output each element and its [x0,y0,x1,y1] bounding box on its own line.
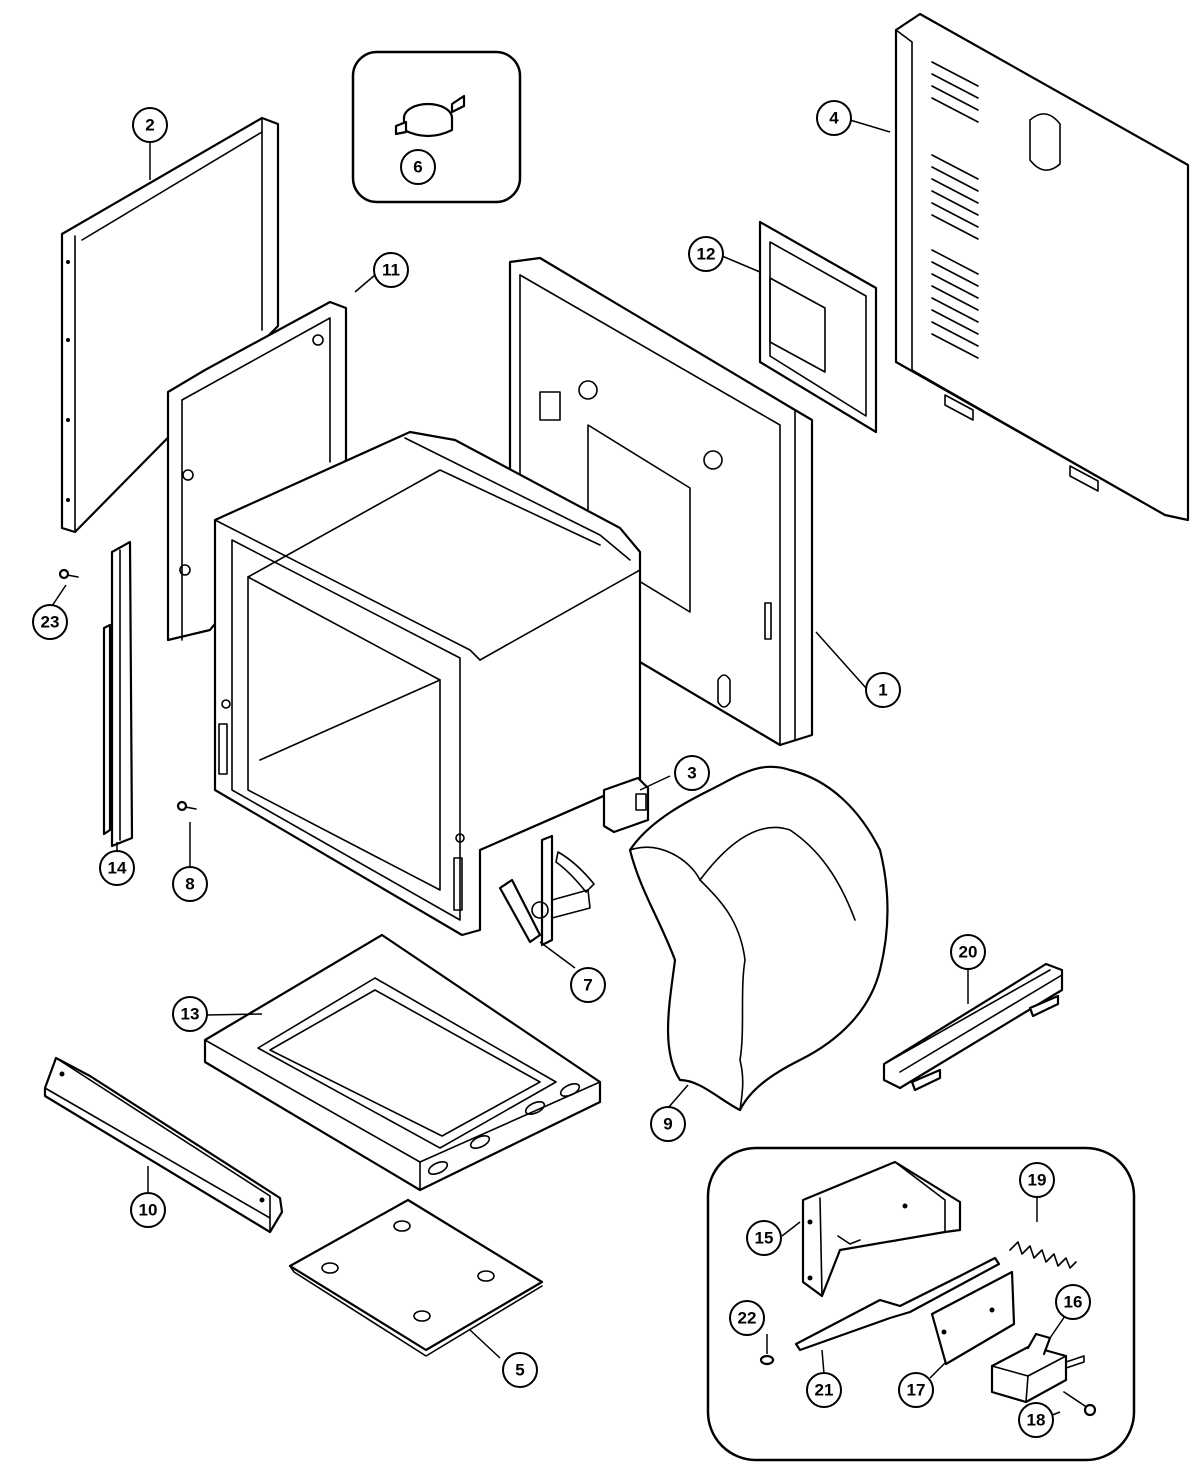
callout-11-label: 11 [382,261,400,280]
callout-22-label: 22 [738,1309,757,1328]
part-17-latch-plate [930,1270,1016,1366]
part-10-angle-bracket [43,1056,284,1234]
callout-13: 13 [172,996,208,1032]
callout-2-label: 2 [145,116,154,135]
part-18-screw [1063,1391,1097,1417]
part-4-rear-panel [894,12,1190,522]
part-20-front-trim [882,962,1064,1092]
callout-22: 22 [729,1300,765,1336]
callout-15-label: 15 [755,1229,774,1248]
callout-2: 2 [132,107,168,143]
callout-8: 8 [172,866,208,902]
callout-9: 9 [650,1106,686,1142]
callout-13-label: 13 [181,1005,200,1024]
part-22-plug [759,1354,775,1366]
part-23-screw [58,568,79,580]
callout-8-label: 8 [185,875,194,894]
callout-3-label: 3 [687,764,696,783]
part-12-insulation-pad [758,220,878,434]
callout-12: 12 [688,236,724,272]
callout-1: 1 [865,672,901,708]
callout-5-label: 5 [515,1361,524,1380]
callout-3: 3 [674,755,710,791]
callout-4-label: 4 [829,109,839,128]
callout-19: 19 [1019,1162,1055,1198]
part-7-hinge [498,834,595,947]
callout-23-label: 23 [41,613,60,632]
callout-20: 20 [950,934,986,970]
callout-21-label: 21 [815,1381,834,1400]
callout-16: 16 [1055,1284,1091,1320]
part-5-bottom-plate [288,1198,544,1357]
callout-19-label: 19 [1028,1171,1047,1190]
callout-12-label: 12 [697,245,716,264]
part-11-inner-side-panel [166,300,348,642]
callout-4: 4 [816,100,852,136]
callout-23: 23 [32,604,68,640]
part-8-screw [176,800,197,812]
part-19-spring [1009,1241,1077,1269]
callout-15: 15 [746,1220,782,1256]
part-3-bracket [602,776,650,834]
part-13-bottom-pan [203,933,602,1192]
callout-6-label: 6 [413,158,422,177]
part-16-switch [990,1332,1085,1404]
callout-20-label: 20 [959,943,978,962]
part-6-inset [351,50,522,204]
callout-21: 21 [806,1372,842,1408]
callout-11: 11 [373,252,409,288]
callout-7-label: 7 [583,976,592,995]
part-14-trim-strip [102,540,134,848]
part-15-latch-bracket [801,1160,962,1298]
callout-7: 7 [570,967,606,1003]
callout-9-label: 9 [663,1115,672,1134]
callout-10-label: 10 [139,1201,158,1220]
oven-cavity [213,430,642,937]
part-21-latch-rod [794,1256,1001,1352]
callout-5: 5 [502,1352,538,1388]
part-2-side-panel [60,116,280,534]
part-9-insulation-blanket [628,765,889,1112]
callout-6: 6 [400,149,436,185]
callout-14: 14 [99,850,135,886]
callout-1-label: 1 [878,681,887,700]
leader-lines [51,119,1066,1417]
callout-14-label: 14 [108,859,127,878]
callout-10: 10 [130,1192,166,1228]
callout-17-label: 17 [907,1381,926,1400]
callout-18: 18 [1018,1402,1054,1438]
callout-18-label: 18 [1027,1411,1046,1430]
callout-16-label: 16 [1064,1293,1083,1312]
callout-17: 17 [898,1372,934,1408]
